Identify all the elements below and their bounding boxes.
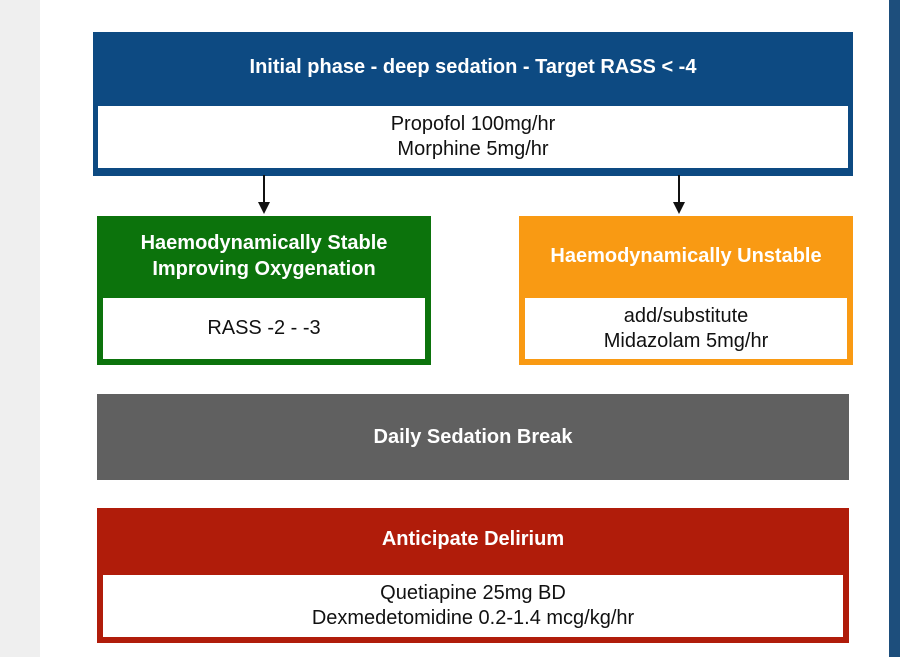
unstable-header: Haemodynamically Unstable (519, 216, 853, 296)
stable-header: Haemodynamically Stable Improving Oxygen… (97, 216, 431, 296)
arrow-to-stable (258, 175, 270, 214)
medication-line: Midazolam 5mg/hr (603, 329, 769, 352)
initial-phase-header: Initial phase - deep sedation - Target R… (93, 32, 853, 102)
sedation-break-box: Daily Sedation Break (97, 394, 849, 480)
unstable-title: Haemodynamically Unstable (550, 245, 822, 267)
unstable-body: add/substitute Midazolam 5mg/hr (525, 298, 847, 359)
rass-target-line: RASS -2 - -3 (207, 317, 321, 339)
delirium-box: Anticipate Delirium Quetiapine 25mg BD D… (97, 508, 849, 643)
delirium-body: Quetiapine 25mg BD Dexmedetomidine 0.2-1… (103, 575, 843, 637)
stable-title-line: Haemodynamically Stable (140, 232, 388, 254)
sedation-break-title: Daily Sedation Break (373, 426, 573, 448)
initial-phase-title: Initial phase - deep sedation - Target R… (249, 56, 697, 78)
delirium-header: Anticipate Delirium (97, 508, 849, 570)
medication-line: Dexmedetomidine 0.2-1.4 mcg/kg/hr (311, 607, 635, 629)
unstable-box: Haemodynamically Unstable add/substitute… (519, 216, 853, 365)
stable-body: RASS -2 - -3 (103, 298, 425, 359)
medication-line: Quetiapine 25mg BD (380, 582, 566, 604)
stable-title-line: Improving Oxygenation (152, 258, 376, 280)
initial-phase-body: Propofol 100mg/hr Morphine 5mg/hr (98, 106, 848, 168)
stable-box: Haemodynamically Stable Improving Oxygen… (97, 216, 431, 365)
arrow-to-unstable (673, 175, 685, 214)
medication-line: add/substitute (623, 304, 749, 327)
slide-frame-bar (889, 0, 900, 657)
initial-phase-box: Initial phase - deep sedation - Target R… (93, 32, 853, 176)
delirium-title: Anticipate Delirium (381, 528, 565, 550)
medication-line: Propofol 100mg/hr (390, 113, 556, 135)
medication-line: Morphine 5mg/hr (397, 138, 549, 160)
sedation-break-header: Daily Sedation Break (97, 394, 849, 480)
